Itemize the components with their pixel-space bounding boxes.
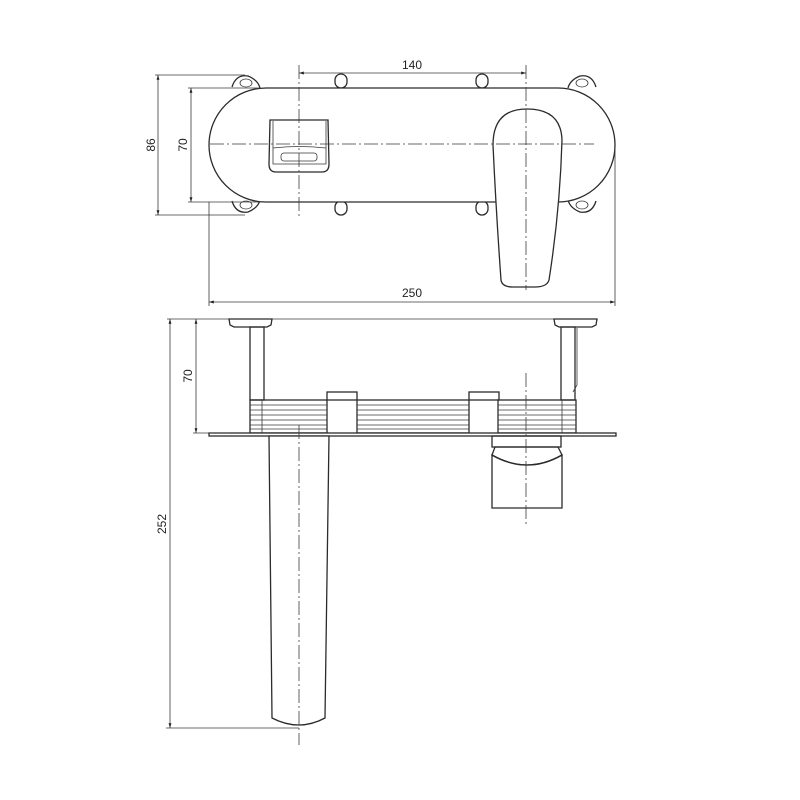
dim-250-label: 250 (402, 286, 422, 300)
dim-70-label: 70 (176, 138, 190, 152)
top-view: 140 250 86 70 (144, 58, 616, 306)
dim-70-side-label: 70 (181, 369, 195, 383)
side-view: 252 70 (155, 318, 617, 745)
lever-handle-side (491, 435, 563, 509)
ribbed-body (249, 399, 577, 434)
cover-plate-side (208, 432, 617, 437)
lever-handle (492, 108, 563, 288)
dim-86-label: 86 (144, 138, 158, 152)
mounting-ears (231, 75, 597, 213)
dim-252-label: 252 (155, 514, 169, 534)
dim-140-label: 140 (402, 58, 422, 72)
